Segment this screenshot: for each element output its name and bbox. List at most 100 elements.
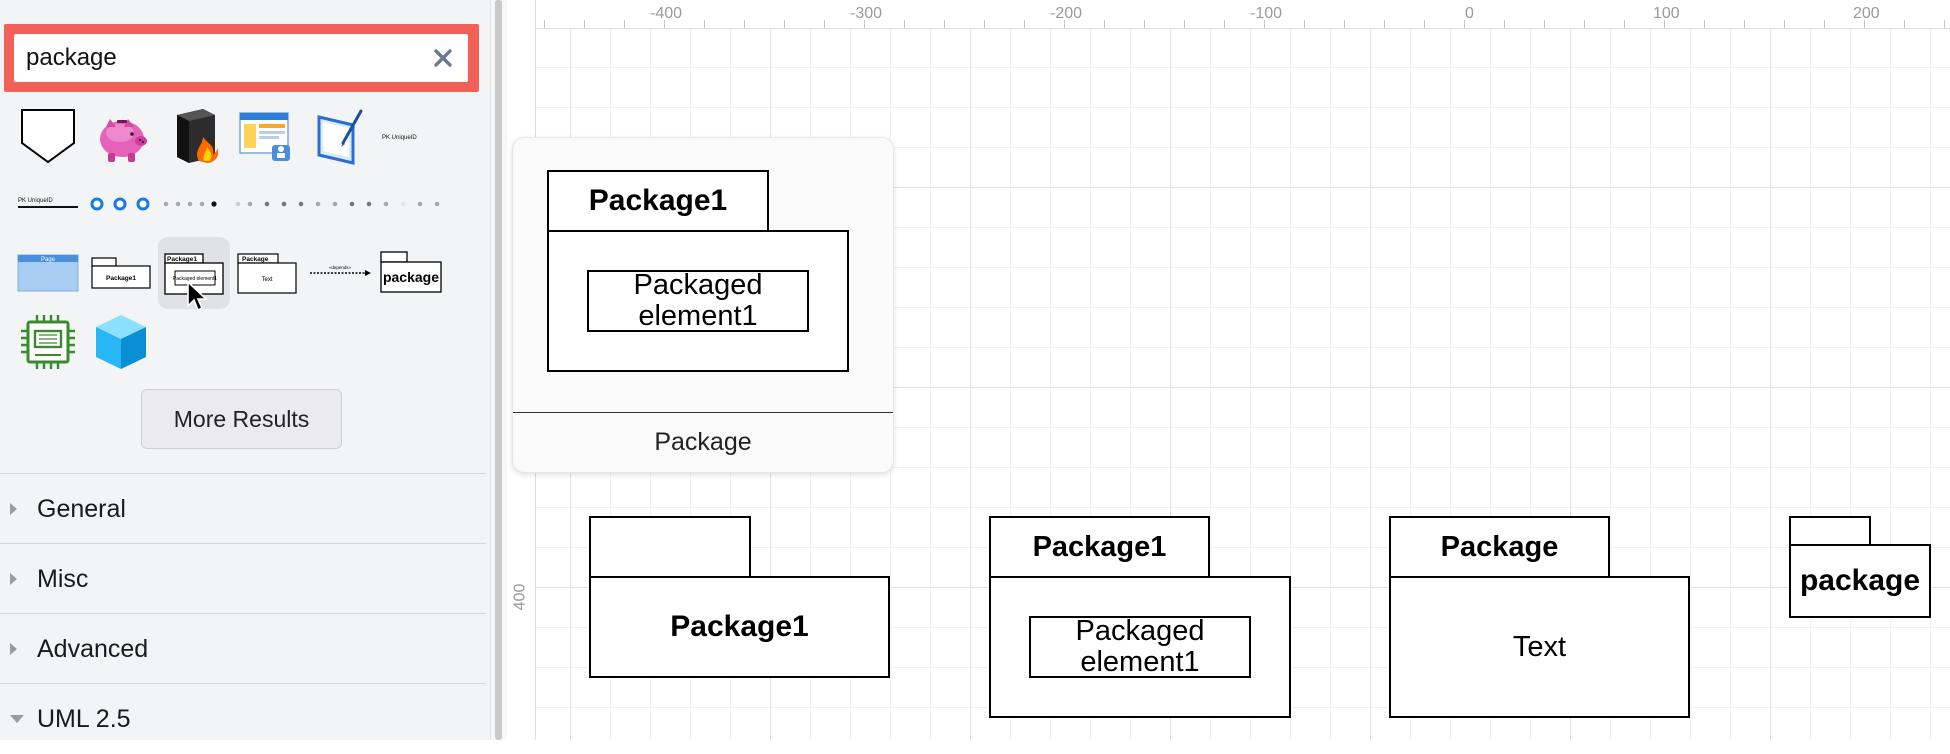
ruler-label: 200 [1853, 5, 1880, 22]
packaged-element-box[interactable]: Packaged element1 [1029, 614, 1251, 678]
package-with-element-shape[interactable]: Package1 Packaged element1 [158, 237, 230, 312]
packaged-element-line1: Packaged [1075, 614, 1205, 647]
package1-shape-label: Package1 [106, 275, 136, 282]
ruler-tick [1144, 20, 1145, 28]
blue-ring-dots-shape[interactable] [88, 172, 154, 238]
section-misc-label: Misc [37, 564, 89, 593]
ruler-tick [584, 20, 585, 28]
package-tab-shape[interactable]: package [375, 240, 447, 306]
horizontal-ruler: -400 -300 -200 -100 0 100 200 [507, 0, 1950, 29]
ruler-tick [1344, 20, 1345, 28]
preview-element-box: Packaged element1 [587, 268, 809, 332]
package-with-element-inner-label: Packaged element1 [173, 276, 217, 282]
section-advanced[interactable]: Advanced [0, 613, 486, 684]
package-text-tab-label: Package [242, 256, 269, 263]
ruler-tick [1664, 20, 1665, 28]
ruler-tick [1784, 20, 1785, 28]
close-icon[interactable] [428, 41, 458, 75]
package-text-shape[interactable]: Package Text [234, 240, 300, 306]
ruler-tick [1624, 20, 1625, 28]
ruler-tick [864, 20, 865, 28]
search-input[interactable] [26, 34, 406, 82]
dependency-arrow-shape[interactable]: «depends» [307, 240, 373, 306]
ruler-tick [1504, 20, 1505, 28]
ruler-label: -200 [1050, 5, 1083, 22]
offpage-connector-shape[interactable] [15, 103, 81, 169]
preview-tab-title: Package1 [547, 170, 769, 232]
ruler-tick [1464, 20, 1465, 28]
ruler-tick [744, 20, 745, 28]
ruler-tick [1744, 20, 1745, 28]
ruler-tick [1584, 20, 1585, 28]
pk-uniqueid-row-shape[interactable]: PK UniqueID [380, 103, 446, 169]
ruler-tick [1904, 20, 1905, 28]
ruler-label: -300 [850, 5, 883, 22]
preview-element-line2: element1 [638, 300, 758, 332]
ruler-tick [1064, 20, 1065, 28]
pk-uniqueid-line-text: PK UniqueID [18, 198, 53, 204]
chevron-down-icon [10, 715, 24, 723]
ruler-tick [1424, 20, 1425, 28]
package-text-body-label: Text [261, 277, 272, 283]
ruler-tick [904, 20, 905, 28]
ruler-tick [1544, 20, 1545, 28]
grey-dots-shape[interactable] [161, 172, 451, 238]
ruler-tick [1024, 20, 1025, 28]
ruler-label: -100 [1250, 5, 1283, 22]
ruler-label: 0 [1465, 5, 1474, 22]
dependency-arrow-label: «depends» [329, 265, 352, 270]
ruler-tick [984, 20, 985, 28]
ruler-label: -400 [650, 5, 683, 22]
ruler-tick [784, 20, 785, 28]
ruler-tick [1304, 20, 1305, 28]
chevron-right-icon [10, 573, 17, 585]
mouse-cursor-icon [187, 280, 209, 312]
ruler-tick [1104, 20, 1105, 28]
package1-diagram-title: Package1 [589, 576, 890, 678]
ruler-label: 400 [511, 583, 529, 611]
package-tab-shape-label: package [383, 269, 439, 285]
ruler-tick [1864, 20, 1865, 28]
section-uml25[interactable]: UML 2.5 [0, 683, 486, 754]
section-misc[interactable]: Misc [0, 543, 486, 614]
more-results-button[interactable]: More Results [141, 389, 342, 449]
sidebar-splitter[interactable] [490, 0, 508, 740]
section-general-label: General [37, 494, 126, 523]
package-element-tab-label: Package1 [989, 516, 1210, 578]
ruler-tick [624, 20, 625, 28]
section-advanced-label: Advanced [37, 634, 149, 663]
preview-caption: Package [654, 428, 752, 456]
page-shape-label: Page [41, 257, 56, 263]
section-general[interactable]: General [0, 473, 486, 544]
firewall-server-icon[interactable] [161, 103, 227, 169]
ruler-tick [944, 20, 945, 28]
package-text-tab-label: Package [1389, 516, 1610, 578]
piggy-bank-icon[interactable] [88, 103, 154, 169]
packaged-element-line2: element1 [1080, 646, 1200, 678]
ruler-label: 100 [1653, 5, 1680, 22]
package-text-body: Text [1389, 576, 1690, 718]
chevron-right-icon [10, 503, 17, 515]
pk-uniqueid-line-shape[interactable]: PK UniqueID [15, 172, 81, 238]
page-shape[interactable]: Page [15, 240, 81, 306]
ruler-tick [1704, 20, 1705, 28]
web-browser-window-icon[interactable] [234, 103, 300, 169]
ruler-tick [1184, 20, 1185, 28]
microchip-icon[interactable] [15, 309, 81, 375]
shape-preview-tooltip: Package1 Packaged element1 Package [512, 137, 894, 473]
ruler-tick [1384, 20, 1385, 28]
section-uml25-label: UML 2.5 [37, 704, 131, 733]
package1-shape[interactable]: Package1 [88, 240, 154, 306]
preview-element-line1: Packaged [633, 268, 763, 301]
pk-uniqueid-text: PK UniqueID [382, 135, 417, 141]
cube-icon[interactable] [88, 309, 154, 375]
sidebar: PK UniqueID PK UniqueID [0, 0, 490, 740]
package-with-element-tab-label: Package1 [167, 256, 197, 263]
ruler-tick [824, 20, 825, 28]
ruler-tick [1824, 20, 1825, 28]
ruler-tick [1224, 20, 1225, 28]
ruler-tick [1944, 20, 1945, 28]
ruler-tick [1264, 20, 1265, 28]
tablet-pen-icon[interactable] [307, 103, 373, 169]
package-lower-title: package [1789, 544, 1931, 618]
